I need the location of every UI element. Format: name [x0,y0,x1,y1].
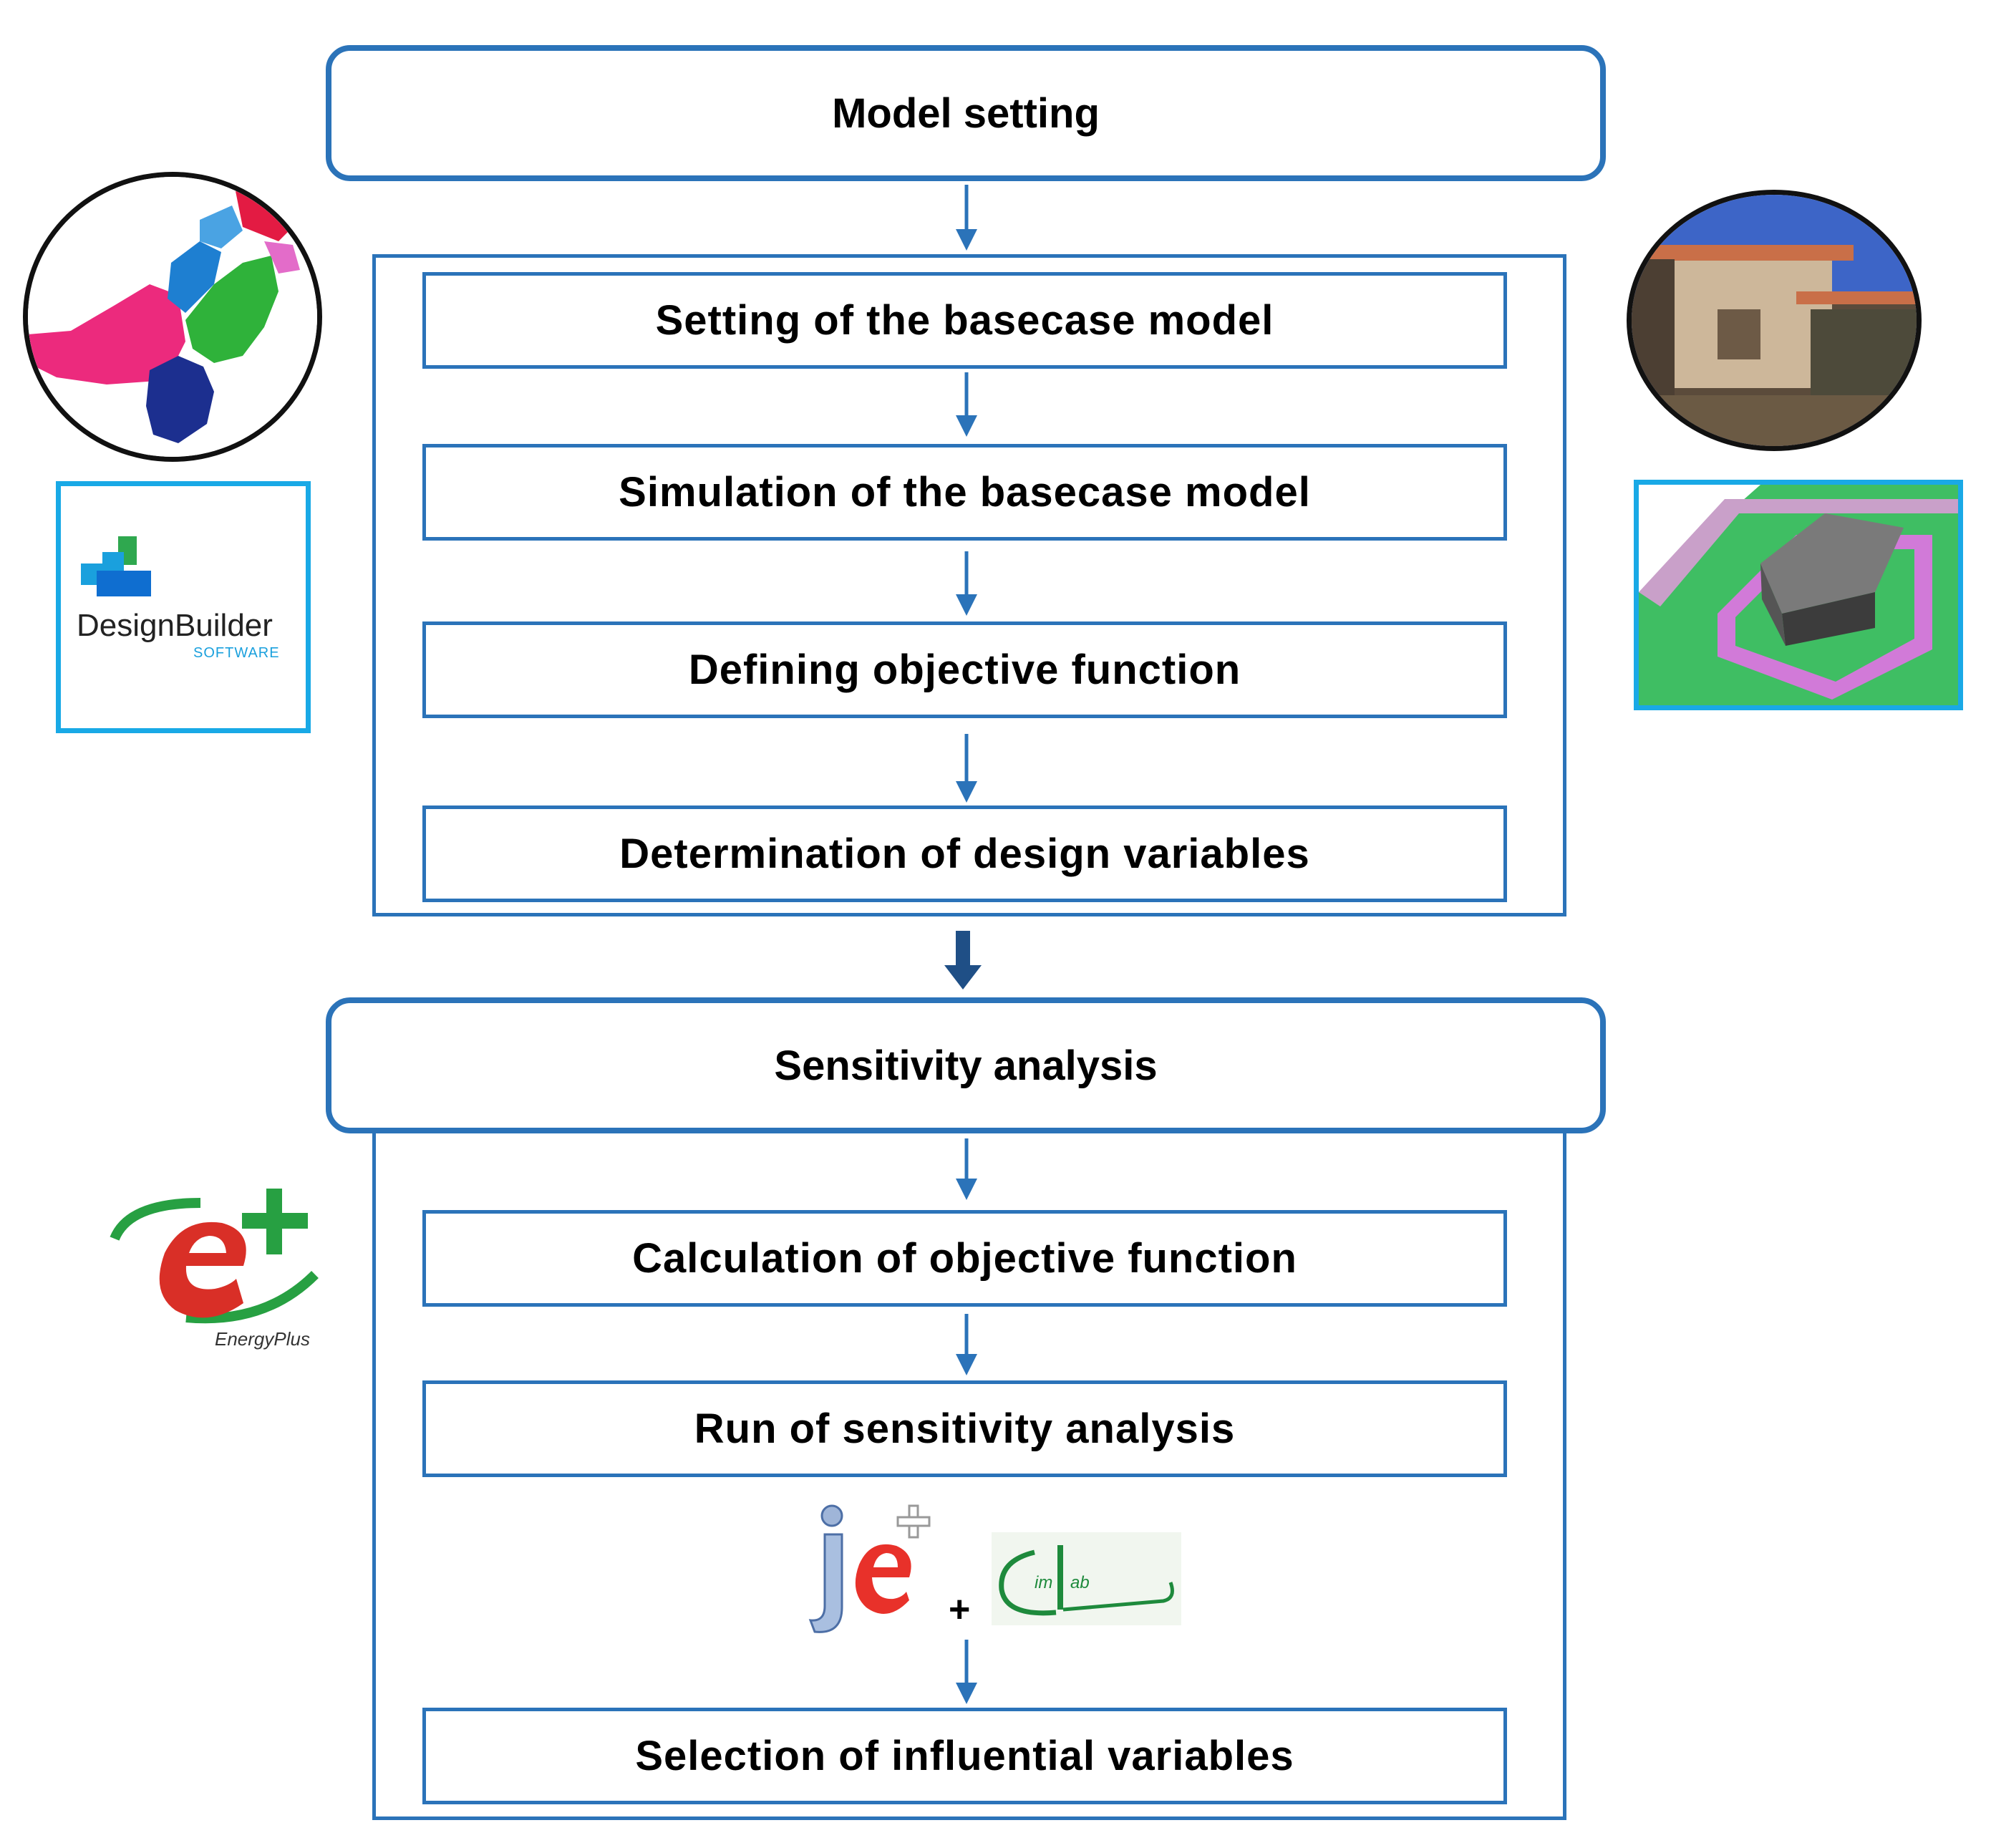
step-label: Calculation of objective function [632,1235,1297,1282]
designbuilder-logo-box: DesignBuilder SOFTWARE [56,481,311,733]
step-setting-basecase: Setting of the basecase model [422,272,1507,369]
house-photo-image [1627,190,1922,451]
step-label: Selection of influential variables [635,1733,1294,1779]
designbuilder-sub: SOFTWARE [193,645,280,661]
designbuilder-blocks-icon [81,536,151,596]
pakistan-map-image [23,172,322,462]
thick-arrow-down-icon [944,931,982,990]
step-calculation-objective: Calculation of objective function [422,1210,1507,1307]
arrow-down-icon [956,372,977,437]
arrow-down-icon [956,1314,977,1375]
simlab-swoosh-icon: im ab [999,1545,1174,1616]
step-simulation-basecase: Simulation of the basecase model [422,444,1507,541]
step-design-variables: Determination of design variables [422,806,1507,902]
step-label: Determination of design variables [619,831,1310,877]
step-label: Simulation of the basecase model [619,469,1311,516]
arrow-down-icon [956,1138,977,1200]
step-selection-influential: Selection of influential variables [422,1708,1507,1804]
svg-text:im: im [1035,1573,1052,1592]
sensitivity-analysis-header: Sensitivity analysis [326,997,1606,1133]
plus-sign: + [949,1589,971,1630]
step-label: Defining objective function [688,647,1241,693]
step-run-sensitivity: Run of sensitivity analysis [422,1380,1507,1477]
svg-text:ab: ab [1070,1573,1090,1592]
sensitivity-analysis-label: Sensitivity analysis [774,1042,1158,1089]
designbuilder-name: DesignBuilder [77,608,273,643]
arrow-down-icon [956,734,977,803]
energyplus-logo: EnergyPlus [100,1181,344,1360]
building-model-box [1634,480,1963,710]
building-model-icon [1639,485,1958,705]
arrow-down-icon [956,185,977,251]
arrow-down-icon [956,1640,977,1704]
arrow-down-icon [956,551,977,616]
step-label: Setting of the basecase model [655,297,1274,344]
energyplus-name: EnergyPlus [215,1328,310,1350]
model-setting-header: Model setting [326,45,1606,181]
simlab-logo: im ab [992,1532,1181,1625]
house-icon [1632,195,1917,446]
jeplus-logo [808,1504,931,1633]
model-setting-label: Model setting [832,90,1100,137]
map-icon [28,177,317,457]
energyplus-e-icon [110,1189,319,1324]
step-defining-objective: Defining objective function [422,621,1507,718]
step-label: Run of sensitivity analysis [694,1406,1236,1452]
